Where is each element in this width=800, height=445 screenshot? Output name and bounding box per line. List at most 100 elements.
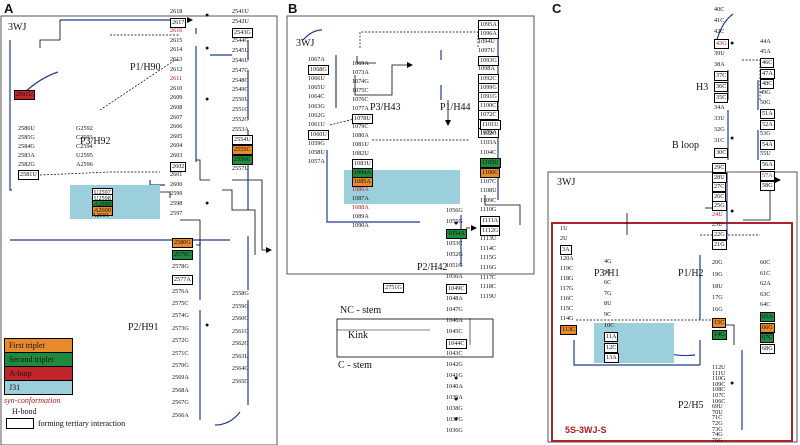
c-nt-114g: 114G bbox=[560, 315, 574, 322]
b-nt-1061u: 1061U bbox=[308, 121, 325, 129]
a-nt-a2600: A2600 bbox=[92, 206, 113, 216]
a-nt-2559g: 2559G bbox=[232, 302, 249, 310]
b-nt-1098a: 1098A bbox=[478, 65, 495, 72]
b-nt-1118c: 1118C bbox=[480, 283, 497, 291]
c-nt-111u: 111U bbox=[712, 369, 726, 377]
b-nt-1053c: 1053C bbox=[446, 240, 463, 247]
c-pair-dot-2: ● bbox=[730, 207, 735, 215]
panel-a-helix1: P1/H90 bbox=[130, 62, 161, 73]
panel-c-letter: C bbox=[552, 1, 562, 16]
c-nt-1u: 1U bbox=[560, 225, 568, 232]
a-pair-dot-4: ● bbox=[205, 321, 210, 329]
a-nt-2568a: 2568A bbox=[172, 386, 189, 394]
b-nt-1104c: 1104C bbox=[480, 148, 497, 156]
a-nt-2548c: 2548C bbox=[232, 76, 249, 84]
a-nt-2544g: 2544G bbox=[232, 37, 249, 45]
a-nt-2579c: 2579C bbox=[172, 250, 193, 261]
a-nt-2612: 2612 bbox=[170, 65, 183, 73]
a-nt-2613: 2613 bbox=[170, 56, 183, 63]
c-nt-14g: 14G bbox=[712, 329, 727, 340]
a-nt-2605: 2605 bbox=[170, 132, 183, 140]
legend-tert-box bbox=[6, 418, 34, 429]
c-nt-43g: 43G bbox=[714, 38, 729, 49]
b-nt-1110g: 1110G bbox=[480, 206, 497, 214]
a-nt-a2601: A2601 bbox=[92, 212, 109, 219]
a-nt-2585g: 2585G bbox=[18, 134, 35, 141]
c-nt-11a: 11A bbox=[604, 332, 619, 343]
c-nt-61c: 61C bbox=[760, 269, 771, 277]
b-nt-1049c: 1049C bbox=[446, 284, 467, 294]
b-pair-dot-2: ● bbox=[454, 395, 459, 403]
a-nt-2601: 2601 bbox=[170, 171, 183, 179]
c-nt-7g: 7G bbox=[604, 289, 612, 297]
c-nt-29c: 29C bbox=[712, 163, 727, 173]
c-nt-119c: 119C bbox=[560, 265, 574, 272]
c-nt-115c: 115C bbox=[560, 305, 574, 312]
b-nt-1062g: 1062G bbox=[308, 111, 325, 119]
panel-b-frame bbox=[286, 15, 535, 275]
a-nt-2564g: 2564G bbox=[232, 365, 249, 372]
panel-c-helix2: P3/H1 bbox=[594, 268, 620, 279]
a-nt-2578g: 2578G bbox=[172, 262, 189, 270]
c-nt-28u: 28U bbox=[712, 172, 727, 183]
panel-b-3wj: 3WJ bbox=[296, 38, 315, 49]
b-nt-1096a: 1096A bbox=[478, 29, 499, 39]
b-nt-1060u: 1060U bbox=[308, 130, 329, 141]
a-nt-2580g: 2580G bbox=[172, 238, 193, 248]
b-nt-1040a: 1040A bbox=[446, 383, 463, 390]
a-nt-2582g: 2582G bbox=[18, 161, 35, 168]
c-nt-30c: 30C bbox=[714, 147, 729, 158]
a-nt-2608: 2608 bbox=[170, 104, 183, 111]
c-nt-73g: 73G bbox=[712, 425, 723, 433]
a-nt-2558g: 2558G bbox=[232, 290, 249, 297]
b-nt-1081u: 1081U bbox=[352, 141, 369, 148]
c-nt-4g: 4G bbox=[604, 258, 612, 265]
a-nt-a2596: A2596 bbox=[76, 161, 93, 168]
a-nt-2618: 2618 bbox=[170, 8, 183, 15]
a-nt-2602: 2602 bbox=[170, 161, 187, 172]
a-nt-2591u: 2591U bbox=[14, 90, 35, 100]
b-nt-1064c: 1064C bbox=[308, 93, 325, 101]
panel-c-helix3: P2/H5 bbox=[678, 400, 704, 411]
b-nt-1077a: 1077A bbox=[352, 105, 369, 112]
b-nt-1115g: 1115G bbox=[480, 254, 497, 262]
a-nt-2597: 2597 bbox=[170, 209, 183, 217]
a-nt-2584g: 2584G bbox=[18, 143, 35, 150]
b-nt-1069a: 1069A bbox=[352, 60, 369, 67]
b-nt-1114c: 1114C bbox=[480, 244, 497, 252]
b-nt-1094u: 1094U bbox=[478, 38, 495, 45]
b-nt-1039a: 1039A bbox=[446, 394, 463, 401]
c-nt-19g: 19G bbox=[712, 270, 723, 278]
panel-b-letter: B bbox=[288, 1, 298, 16]
a-nt-2617: 2617 bbox=[170, 17, 187, 28]
a-nt-c2594: C2594 bbox=[76, 143, 93, 150]
panel-a-helix3: P2/H91 bbox=[128, 322, 159, 333]
panel-a-3wj: 3WJ bbox=[8, 22, 27, 33]
a-nt-2600: 2600 bbox=[170, 180, 183, 188]
a-nt-2577a: 2577A bbox=[172, 275, 193, 286]
c-nt-69u: 69U bbox=[712, 403, 723, 411]
a-nt-2616: 2616 bbox=[170, 27, 183, 35]
b-nt-1059g: 1059G bbox=[308, 139, 325, 147]
c-nt-108c: 108C bbox=[712, 386, 726, 394]
b-nt-1117c: 1117C bbox=[480, 273, 497, 281]
c-nt-74g: 74G bbox=[712, 431, 723, 439]
b-nt-1054a: 1054A bbox=[446, 229, 467, 239]
c-nt-68g: 68G bbox=[760, 343, 775, 354]
legend-first-triplet: First triplet bbox=[4, 338, 73, 353]
a-nt-2576a: 2576A bbox=[172, 287, 189, 295]
b-nt-1044c: 1044C bbox=[446, 339, 467, 349]
a-nt-2609: 2609 bbox=[170, 94, 183, 102]
a-nt-2546u: 2546U bbox=[232, 57, 249, 64]
a-nt-2553a: 2553A bbox=[232, 125, 249, 133]
b-nt-1088a: 1088A bbox=[352, 204, 369, 211]
panel-a-helix2: P3/H92 bbox=[80, 136, 111, 147]
a-nt-2606: 2606 bbox=[170, 123, 183, 131]
a-nt-2614: 2614 bbox=[170, 46, 183, 54]
b-nt-1046a: 1046A bbox=[446, 317, 463, 324]
b-nt-1043c: 1043C bbox=[446, 350, 463, 357]
a-nt-2555c: 2555C bbox=[232, 145, 253, 156]
c-nt-116c: 116C bbox=[560, 295, 574, 302]
c-nt-42c: 42C bbox=[714, 27, 725, 35]
